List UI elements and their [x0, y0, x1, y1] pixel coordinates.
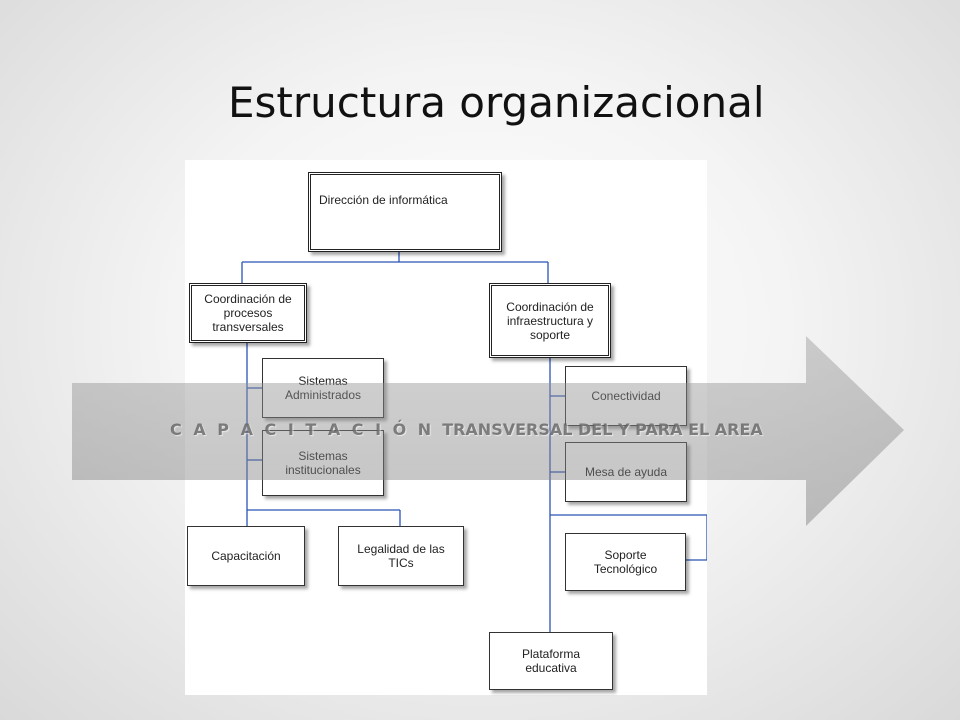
- org-node-right-branch-label: Coordinación de infraestructura y soport…: [506, 299, 594, 342]
- org-node-sistemas-administrados: Sistemas Administrados: [262, 358, 384, 418]
- org-node-mesa-ayuda: Mesa de ayuda: [565, 442, 687, 502]
- org-node-conectividad: Conectividad: [565, 366, 687, 426]
- org-node-root-label: Dirección de informática: [319, 193, 448, 207]
- org-node-soporte-tecnologico-label: Soporte Tecnológico: [593, 548, 658, 576]
- org-node-plataforma-educativa-label: Plataforma educativa: [521, 647, 581, 675]
- org-node-legalidad-tics: Legalidad de las TICs: [338, 526, 464, 586]
- org-node-sistemas-administrados-label: Sistemas Administrados: [284, 374, 362, 402]
- arrow-text-capacitacion: C A P A C I T A C I Ó N: [170, 420, 435, 439]
- org-node-right-branch: Coordinación de infraestructura y soport…: [489, 283, 611, 358]
- org-node-left-branch-label: Coordinación de procesos transversales: [204, 292, 292, 334]
- org-node-legalidad-tics-label: Legalidad de las TICs: [357, 542, 445, 570]
- org-node-conectividad-label: Conectividad: [591, 389, 661, 403]
- org-node-sistemas-institucionales-label: Sistemas institucionales: [285, 449, 361, 477]
- org-node-root: Dirección de informática: [308, 172, 502, 252]
- org-node-sistemas-institucionales: Sistemas institucionales: [262, 430, 384, 496]
- org-node-soporte-tecnologico: Soporte Tecnológico: [565, 533, 686, 591]
- slide-title: Estructura organizacional: [228, 78, 765, 127]
- org-node-mesa-ayuda-label: Mesa de ayuda: [584, 465, 668, 479]
- org-node-capacitacion: Capacitación: [187, 526, 305, 586]
- arrow-text-transversal: TRANSVERSAL DEL Y PARA EL AREA: [442, 420, 763, 439]
- org-node-left-branch: Coordinación de procesos transversales: [189, 283, 307, 343]
- org-node-plataforma-educativa: Plataforma educativa: [489, 632, 613, 690]
- arrow-band-text: C A P A C I T A C I Ó N TRANSVERSAL DEL Y…: [170, 420, 763, 439]
- org-node-capacitacion-label: Capacitación: [211, 549, 281, 563]
